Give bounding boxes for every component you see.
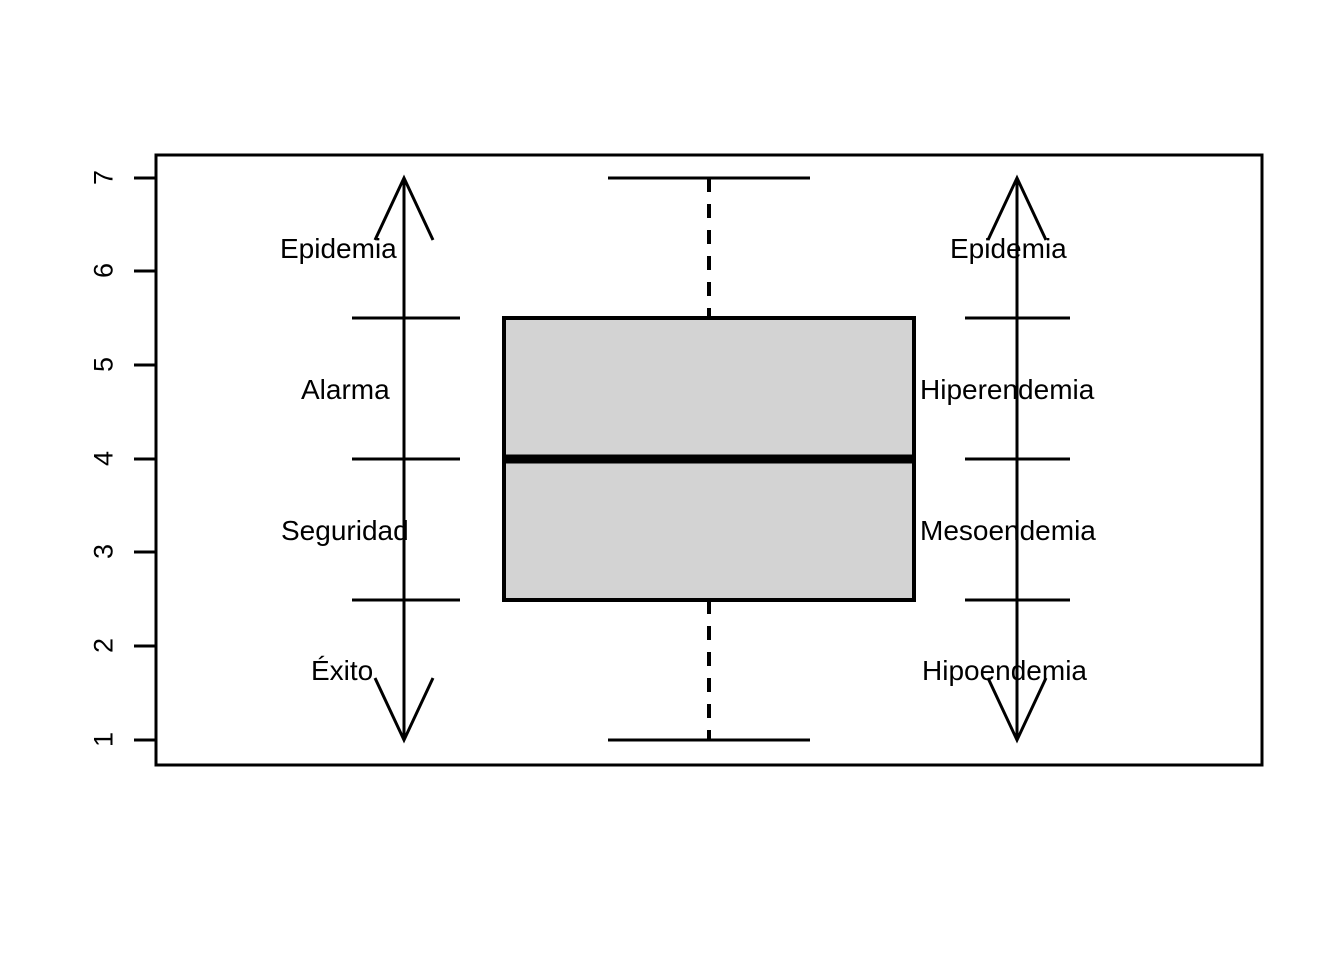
- left-band-label-epidemia: Epidemia: [280, 233, 397, 264]
- y-tick-label-5: 5: [88, 356, 119, 373]
- left-arrowhead-up: [373, 174, 435, 241]
- left-scale-arrow: [352, 174, 460, 744]
- right-band-label-epidemia: Epidemia: [950, 233, 1067, 264]
- left-band-label-alarma: Alarma: [301, 374, 390, 405]
- right-arrowhead-down: [986, 677, 1048, 744]
- y-tick-label-6: 6: [88, 262, 119, 279]
- y-tick-label-4: 4: [88, 450, 119, 467]
- y-tick-label-2: 2: [88, 637, 119, 654]
- left-arrowhead-down: [373, 677, 435, 744]
- right-band-label-hiperendemia: Hiperendemia: [920, 374, 1095, 405]
- y-tick-label-3: 3: [88, 543, 119, 560]
- boxplot-series: [502, 176, 916, 742]
- y-tick-label-7: 7: [88, 169, 119, 186]
- right-band-label-mesoendemia: Mesoendemia: [920, 515, 1096, 546]
- right-scale-arrow: [965, 174, 1070, 744]
- left-band-label-seguridad: Seguridad: [281, 515, 409, 546]
- right-band-label-hipoendemia: Hipoendemia: [922, 655, 1087, 686]
- left-band-label-exito: Éxito: [311, 655, 374, 686]
- y-axis-ticks: [134, 176, 156, 742]
- y-tick-label-1: 1: [88, 731, 119, 748]
- right-arrowhead-up: [986, 174, 1048, 241]
